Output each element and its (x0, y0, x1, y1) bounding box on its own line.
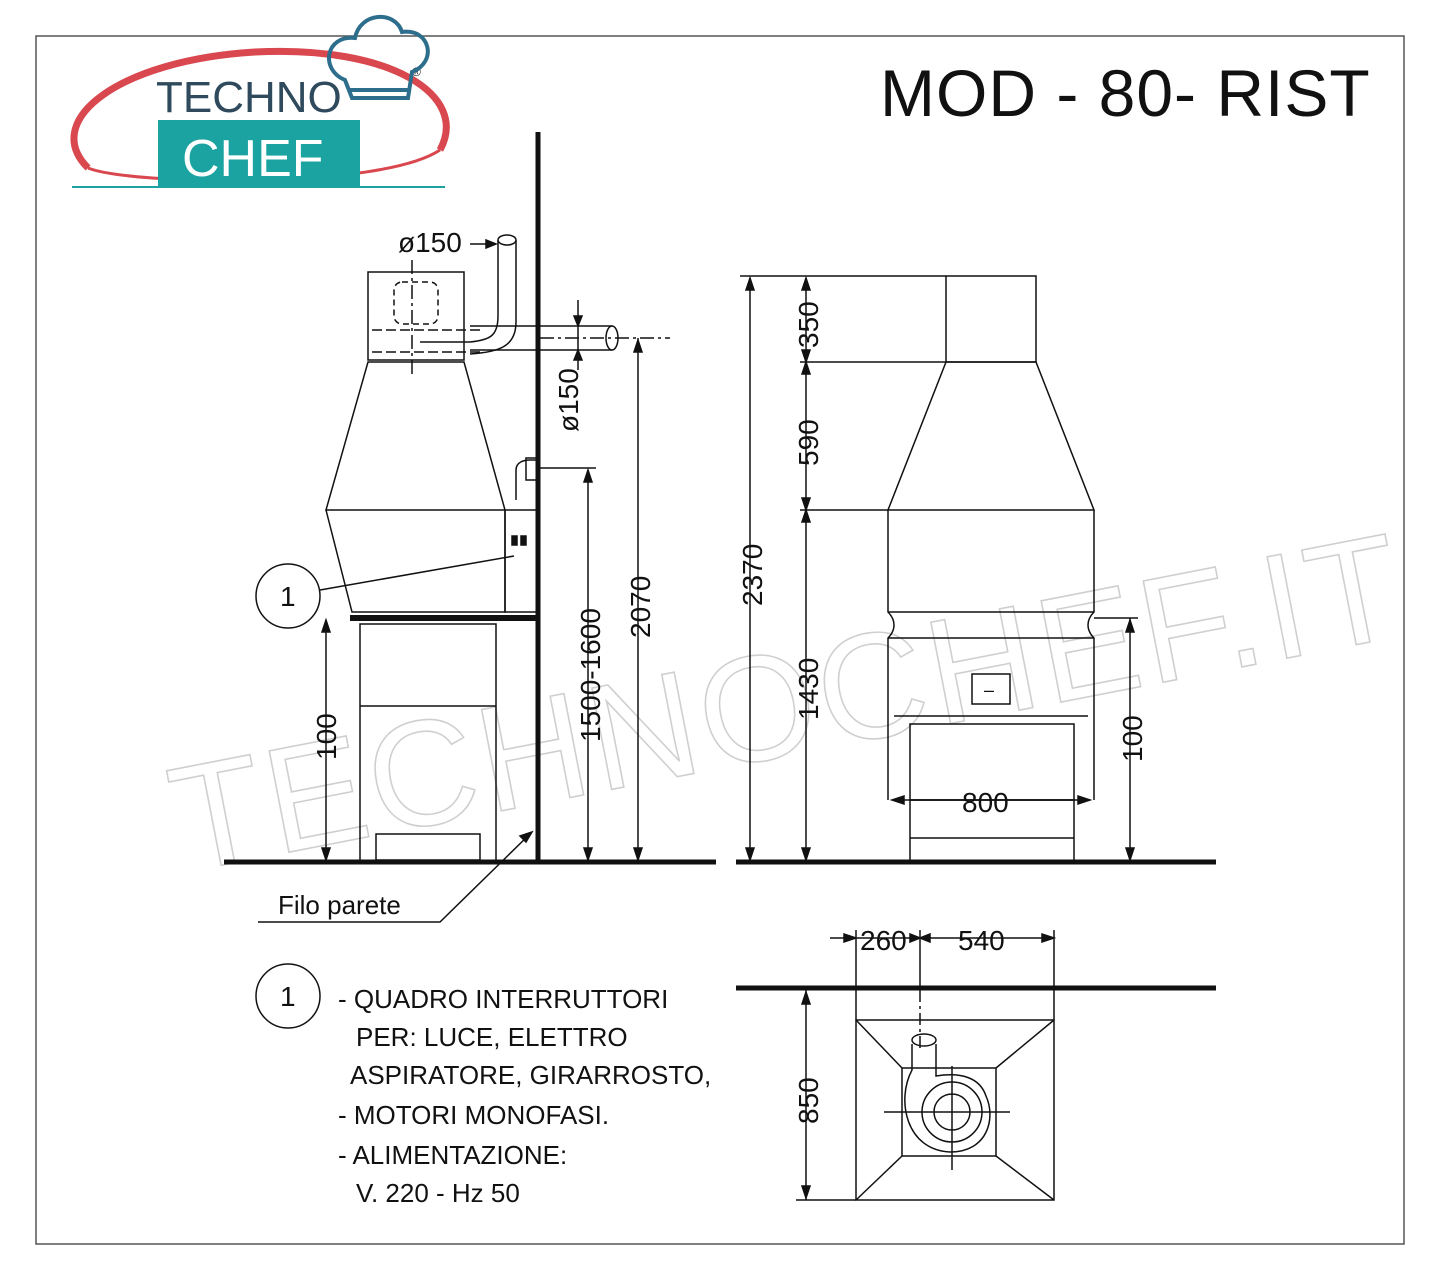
logo-line1: TECHNO (156, 73, 342, 122)
logo-band (158, 120, 360, 186)
dim-front-top: 350 (793, 301, 824, 348)
logo-line2: CHEF (182, 130, 324, 188)
note-line-5: - ALIMENTAZIONE: (338, 1140, 567, 1170)
dim-side-base: 100 (311, 713, 342, 760)
dim-plan-depth: 850 (793, 1077, 824, 1124)
flue-outlet (393, 281, 439, 325)
callout-circle-notes (255, 963, 321, 1029)
note-line-1: - QUADRO INTERRUTTORI (338, 984, 668, 1014)
side-view (224, 132, 716, 923)
front-panel-symbol: – (984, 680, 994, 700)
dim-front-base: 100 (1117, 715, 1148, 762)
switch-panel (504, 509, 539, 613)
dim-front-hood: 590 (793, 419, 824, 466)
pipe-side-diameter: ø150 (553, 368, 584, 432)
callout-number-side: 1 (280, 581, 296, 612)
dim-plan-a: 260 (860, 925, 907, 956)
callout-number-notes: 1 (280, 981, 296, 1012)
note-line-6: V. 220 - Hz 50 (356, 1178, 520, 1208)
model-title: MOD - 80- RIST (880, 56, 1371, 130)
front-hood (886, 361, 1096, 511)
dim-side-range: 1500-1600 (575, 608, 606, 742)
chimney-box (367, 271, 465, 361)
note-line-4: - MOTORI MONOFASI. (338, 1100, 609, 1130)
note-line-3: ASPIRATORE, GIRARROSTO, (350, 1060, 711, 1090)
flue-pipe (420, 240, 517, 355)
wall-label: Filo parete (278, 890, 401, 920)
plan-outline (855, 1019, 1055, 1201)
base-cabinet (359, 623, 497, 863)
watermark-text: TECHNOCHEF.IT (157, 500, 1418, 904)
front-control-box (971, 673, 1011, 705)
hood-body (325, 361, 506, 511)
front-view (736, 275, 1216, 865)
technochef-logo: TECHNO CHEF ® (70, 15, 450, 188)
dim-front-width: 800 (962, 787, 1009, 818)
dim-side-total: 2070 (625, 576, 656, 638)
fan-volute (904, 1044, 991, 1153)
dim-front-overall: 2370 (737, 544, 768, 606)
callout-circle-side (255, 563, 321, 629)
note-line-2: PER: LUCE, ELETTRO (356, 1022, 628, 1052)
pipe-top-diameter: ø150 (398, 227, 462, 258)
front-chimney (945, 275, 1037, 363)
chef-hat-icon (327, 15, 430, 100)
plan-view (736, 930, 1216, 1201)
dim-plan-b: 540 (958, 925, 1005, 956)
dim-front-lower: 1430 (793, 658, 824, 720)
logo-ring (70, 47, 450, 171)
drawing-frame (35, 35, 1405, 1245)
notes-block: 1 - QUADRO INTERRUTTORI PER: LUCE, ELETT… (255, 963, 711, 1208)
